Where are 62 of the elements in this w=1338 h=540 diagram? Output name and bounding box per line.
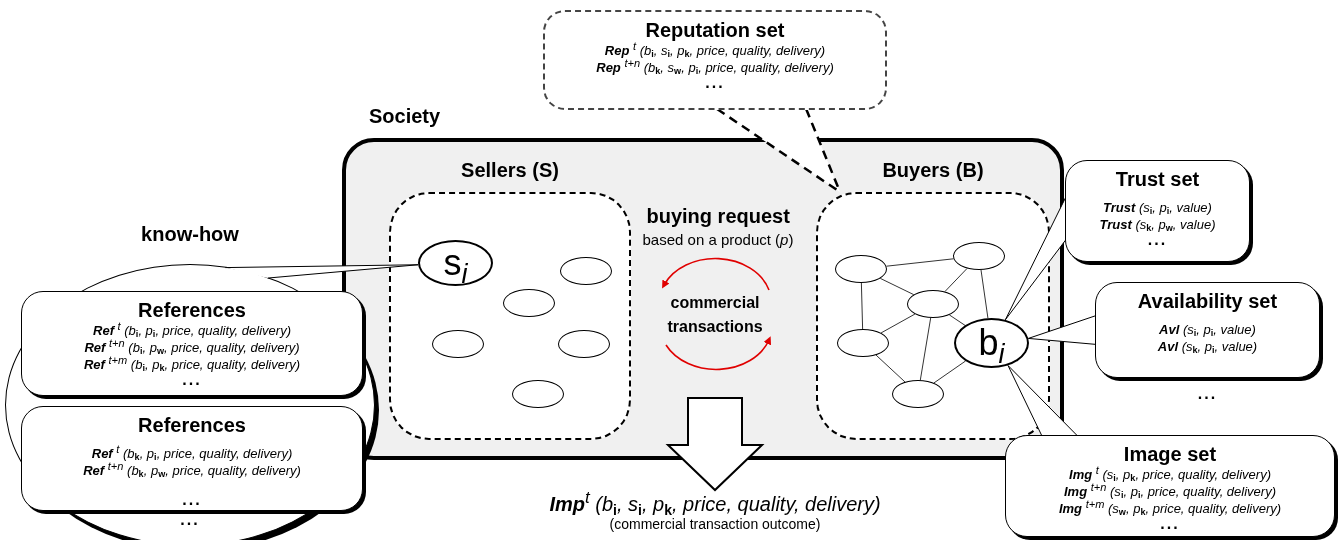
connector-line bbox=[948, 314, 966, 326]
agent-node bbox=[835, 255, 887, 283]
label-text: based on a product (p) bbox=[642, 231, 794, 248]
formula-text: Img $^{t+n}$ (s$_{i}$, p$_{i}$, price, quality, delivery) bbox=[1064, 483, 1276, 500]
formula-text: Rep $^{t}$ (b$_{i}$, s$_{i}$, p$_{k}$, price, quality, delivery) bbox=[604, 42, 826, 59]
node-label: s$_{i}$ bbox=[443, 245, 468, 281]
group-title: Buyers (B) bbox=[881, 159, 985, 182]
formula-text: Trust (s$_{k}$, p$_{w}$, value) bbox=[1099, 216, 1216, 233]
connector-line bbox=[861, 282, 863, 330]
agent-node bbox=[953, 242, 1005, 270]
agent-node bbox=[560, 257, 612, 285]
agent-node bbox=[892, 380, 944, 408]
formula-text: Ref $^{t+n}$ (b$_{i}$, p$_{w}$, price, quality, delivery) bbox=[84, 339, 300, 356]
connector-line bbox=[933, 360, 966, 384]
ellipsis: ... bbox=[1160, 517, 1180, 531]
formula-text: Trust (s$_{i}$, p$_{i}$, value) bbox=[1103, 199, 1212, 216]
callout-title: Image set bbox=[1123, 442, 1217, 466]
formula-text: Rep $^{t+n}$ (b$_{k}$, s$_{w}$, p$_{i}$, price, quality, delivery) bbox=[596, 59, 834, 76]
ellipsis: ... bbox=[705, 76, 725, 90]
connector-line bbox=[944, 268, 968, 292]
agent-node bbox=[907, 290, 959, 318]
agent-node bbox=[432, 330, 484, 358]
callout-title: References bbox=[138, 413, 246, 437]
formula-text: Imp$^{t}$ (b$_{i}$, s$_{i}$, p$_{k}$, price, quality, delivery) bbox=[549, 492, 881, 516]
caption-text: (commercial transaction outcome) bbox=[609, 516, 821, 532]
ellipsis: ... bbox=[1196, 387, 1219, 401]
formula-text: Ref $^{t}$ (b$_{i}$, p$_{i}$, price, quality, delivery) bbox=[93, 322, 291, 339]
agent-node bbox=[503, 289, 555, 317]
formula-text: Img $^{t}$ (s$_{i}$, p$_{k}$, price, quality, delivery) bbox=[1069, 466, 1271, 483]
formula-text: Img $^{t+m}$ (s$_{w}$, p$_{k}$, price, quality, delivery) bbox=[1058, 500, 1282, 517]
callout-title: Reputation set bbox=[645, 18, 785, 42]
connector-line bbox=[919, 317, 932, 381]
connector-line bbox=[875, 354, 906, 383]
callout-box bbox=[21, 291, 363, 396]
connector-line bbox=[980, 269, 989, 319]
group-title: know-how bbox=[140, 223, 240, 246]
ellipsis: ... bbox=[182, 493, 202, 507]
formula-text: Ref $^{t}$ (b$_{k}$, p$_{i}$, price, quality, delivery) bbox=[91, 445, 293, 462]
ellipsis: ... bbox=[182, 373, 202, 387]
callout-title: References bbox=[138, 298, 246, 322]
block-arrow bbox=[665, 397, 765, 492]
agent-node bbox=[558, 330, 610, 358]
connector-line bbox=[886, 258, 954, 267]
formula-text: Avl (s$_{i}$, p$_{i}$, value) bbox=[1159, 321, 1256, 338]
formula-text: Avl (s$_{k}$, p$_{i}$, value) bbox=[1157, 338, 1258, 355]
ellipsis: ... bbox=[1147, 233, 1168, 247]
group-title: Sellers (S) bbox=[460, 159, 560, 182]
agent-node bbox=[837, 329, 889, 357]
connector-line bbox=[880, 313, 916, 334]
formula-text: Ref $^{t+n}$ (b$_{k}$, p$_{w}$, price, quality, delivery) bbox=[83, 462, 301, 479]
node-label: b$_{i}$ bbox=[978, 325, 1005, 361]
callout-box bbox=[21, 406, 363, 511]
callout-title: Availability set bbox=[1137, 289, 1278, 313]
agent-node bbox=[954, 318, 1029, 368]
formula-text: Ref $^{t+m}$ (b$_{i}$, p$_{k}$, price, quality, delivery) bbox=[83, 356, 301, 373]
label-text: commercial transactions bbox=[666, 293, 764, 337]
callout-title: Trust set bbox=[1115, 167, 1200, 191]
group-title: Society bbox=[369, 105, 441, 128]
agent-node bbox=[512, 380, 564, 408]
connector-line bbox=[879, 278, 915, 295]
ellipsis: ... bbox=[179, 513, 201, 527]
label-text: buying request bbox=[646, 205, 790, 228]
